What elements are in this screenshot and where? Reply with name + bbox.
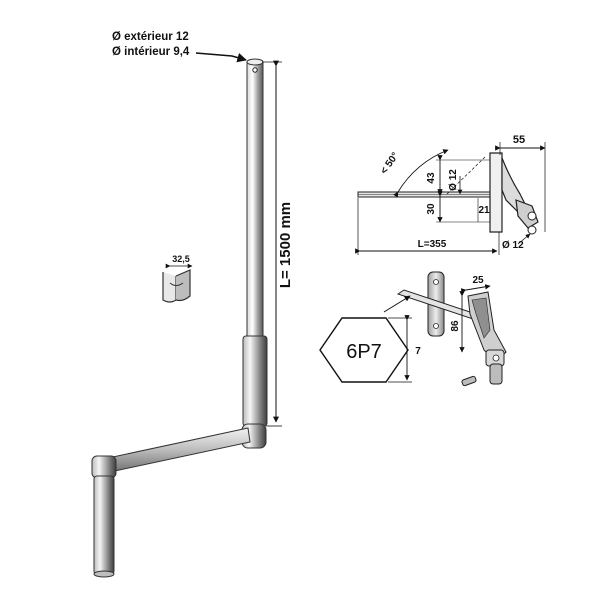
dia-12-top-label: Ø 12: [448, 169, 459, 191]
joint-hole-icon: [527, 211, 537, 221]
dia-12-bottom-label: Ø 12: [502, 240, 524, 251]
iso-joint-hole-icon: [492, 354, 500, 362]
plate-hole-top-icon: [433, 279, 439, 285]
dim-43-label: 43: [426, 172, 437, 184]
rod-pin-hole-icon: [252, 67, 258, 73]
dim-21-label: 21: [478, 205, 490, 216]
angle-label: < 50°: [379, 151, 402, 177]
crank-arm: [107, 427, 251, 473]
clip-fold: [169, 282, 184, 286]
bracket-drawing-top: 55 < 50° 43 30 Ø 12 21 L=355 Ø 12: [355, 134, 546, 255]
hex-profile: 6P7 7: [319, 315, 421, 383]
bracket-joint: [515, 199, 539, 229]
inner-diameter-label: Ø intérieur 9,4: [112, 46, 190, 58]
dia-12-bottom-line: [517, 233, 531, 245]
iso-output-coupling: [489, 363, 503, 385]
bracket-isometric: 25 86: [383, 271, 507, 387]
dim-86-label: 86: [450, 320, 461, 332]
bracket-plate: [489, 152, 503, 233]
crank-handle: [93, 475, 115, 575]
angle-arc: [393, 149, 449, 198]
iso-housing-shade: [471, 297, 491, 339]
hex-size-label: 7: [415, 346, 421, 357]
plate-hole-bottom-icon: [433, 323, 439, 329]
spec-leader-arrow: [195, 52, 247, 63]
hex-shape: [319, 317, 409, 383]
hex-label: 6P7: [346, 341, 382, 363]
length-355-label: L=355: [418, 239, 447, 250]
clip-part: 32,5: [162, 254, 193, 303]
rod-upper: [246, 61, 264, 341]
dim-25-line: [460, 284, 491, 294]
outer-diameter-label: Ø extérieur 12: [112, 31, 189, 43]
iso-pin: [461, 375, 477, 387]
handle-bottom: [93, 570, 115, 578]
hex-leader-arrow: [383, 295, 411, 313]
dim-25-label: 25: [472, 275, 484, 286]
bracket-housing: [501, 157, 527, 213]
output-hole-icon: [527, 225, 537, 235]
dim-55-label: 55: [513, 134, 525, 146]
clip-width-label: 32,5: [172, 254, 190, 264]
rod-sleeve: [242, 335, 268, 427]
length-label: L= 1500 mm: [277, 202, 294, 288]
dim-30-label: 30: [426, 203, 437, 215]
tube-spec-labels: Ø extérieur 12 Ø intérieur 9,4: [112, 31, 247, 63]
lower-joint: [91, 455, 117, 479]
crank-rod: [91, 58, 268, 578]
clip-left-wing: [162, 272, 177, 303]
length-dimension: L= 1500 mm: [262, 60, 294, 427]
rod-top-end: [246, 58, 264, 66]
clip-right-wing: [175, 269, 191, 302]
